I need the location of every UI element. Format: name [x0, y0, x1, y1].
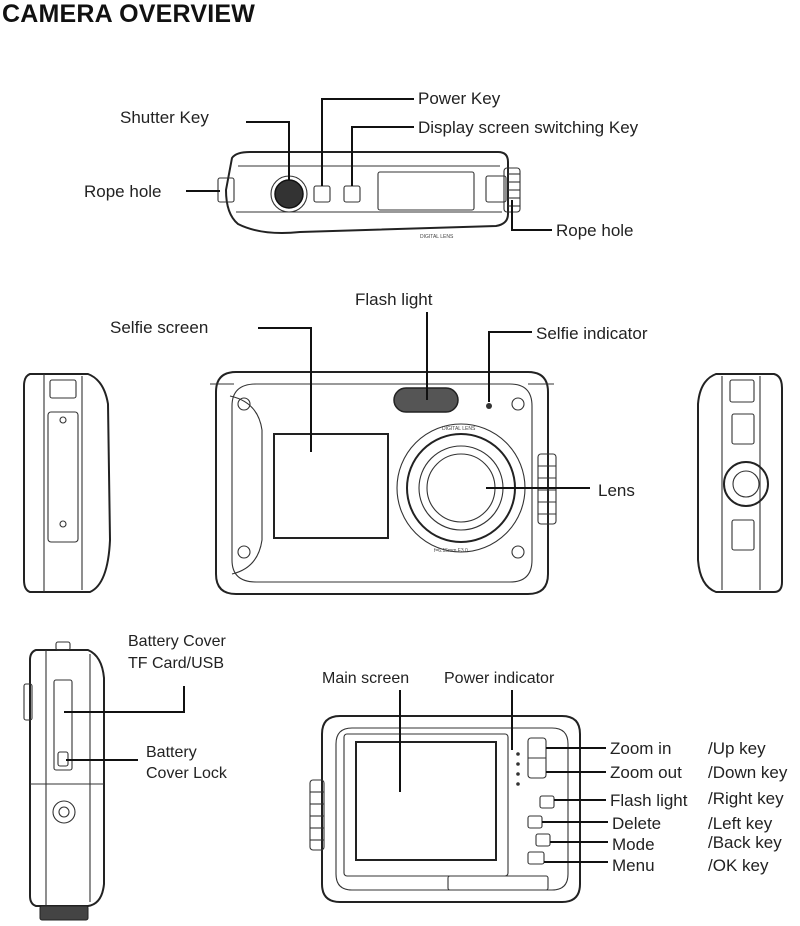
ok-key-label: /OK key [708, 856, 769, 875]
svg-text:f=6.15mm F3.0: f=6.15mm F3.0 [434, 548, 468, 554]
mode-label: Mode [612, 835, 655, 854]
selfie-screen-drawing [273, 433, 389, 539]
selfie-indicator-drawing [486, 403, 492, 409]
left-key-label: /Left key [708, 814, 773, 833]
selfie-indicator-label: Selfie indicator [536, 324, 648, 343]
right-key-label: /Right key [708, 789, 784, 808]
up-key-label: /Up key [708, 739, 766, 758]
back-key-label: /Back key [708, 833, 782, 852]
zoom-out-label: Zoom out [610, 763, 682, 782]
rope-hole-left-label: Rope hole [84, 182, 162, 201]
menu-label: Menu [612, 856, 655, 875]
camera-top-view: DIGITAL LENS [217, 151, 521, 240]
svg-text:DIGITAL LENS: DIGITAL LENS [420, 234, 454, 240]
main-screen-drawing [355, 741, 497, 861]
delete-label: Delete [612, 814, 661, 833]
camera-front-view: DIGITAL LENS f=6.15mm F3.0 [210, 371, 557, 595]
battery-lock-label-line2: Cover Lock [146, 765, 228, 782]
rope-hole-right-label: Rope hole [556, 221, 634, 240]
menu-button-drawing [527, 851, 545, 865]
mode-button-drawing [535, 833, 551, 847]
zoom-in-label: Zoom in [610, 739, 671, 758]
main-screen-label: Main screen [322, 670, 409, 687]
power-indicator-label: Power indicator [444, 670, 555, 687]
display-switch-key-label: Display screen switching Key [418, 118, 639, 137]
battery-lock-label-line1: Battery [146, 744, 197, 761]
flash-light-button-label: Flash light [610, 791, 688, 810]
flash-button-drawing [539, 795, 555, 809]
battery-cover-label-line2: TF Card/USB [128, 655, 224, 672]
delete-button-drawing [527, 815, 543, 829]
shutter-key-label: Shutter Key [120, 108, 209, 127]
shutter-key-drawing [274, 179, 304, 209]
power-key-label: Power Key [418, 89, 501, 108]
camera-back-view [309, 715, 581, 903]
flash-light-label: Flash light [355, 290, 433, 309]
down-key-label: /Down key [708, 763, 788, 782]
lens-label: Lens [598, 481, 635, 500]
selfie-screen-label: Selfie screen [110, 318, 208, 337]
camera-left-side-view [23, 373, 112, 593]
page-title: CAMERA OVERVIEW [2, 0, 256, 28]
camera-right-side-view [697, 373, 783, 593]
svg-text:DIGITAL LENS: DIGITAL LENS [442, 426, 476, 432]
camera-battery-side-view [23, 641, 105, 921]
battery-cover-label-line1: Battery Cover [128, 633, 226, 650]
